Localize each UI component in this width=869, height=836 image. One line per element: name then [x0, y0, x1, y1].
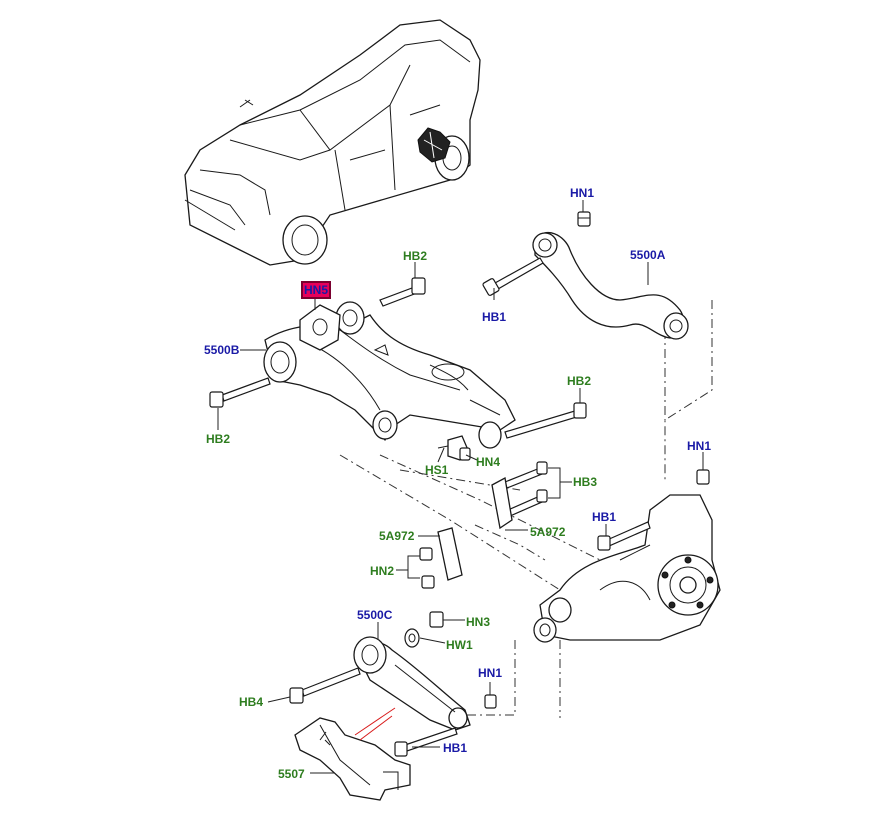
bolt-hb2-right[interactable] [504, 402, 587, 439]
label-hb1-top[interactable]: HB1 [482, 310, 507, 324]
label-hn5-highlighted[interactable]: HN5 [300, 281, 332, 299]
callout-accent-lines [354, 707, 396, 741]
bolt-hb4[interactable] [289, 667, 361, 704]
lower-arm-5500c[interactable] [353, 636, 471, 731]
bolt-hb2-left[interactable] [209, 377, 271, 408]
bracket-hn5[interactable] [299, 304, 341, 351]
rear-suspension-location-marker [417, 127, 451, 163]
label-hn1-right[interactable]: HN1 [687, 439, 712, 453]
label-hn1-bottom[interactable]: HN1 [478, 666, 503, 680]
washer-hw1[interactable] [404, 628, 420, 648]
label-5507[interactable]: 5507 [278, 767, 305, 781]
label-hb1-right[interactable]: HB1 [592, 510, 617, 524]
nut-hn1-lower[interactable] [484, 694, 497, 709]
nut-hn1-knuckle[interactable] [696, 469, 710, 485]
knuckle-hub-assembly[interactable] [533, 494, 721, 643]
label-hn4[interactable]: HN4 [476, 455, 501, 469]
bolt-hb1-upper[interactable] [482, 257, 544, 296]
label-hb1-bottom[interactable]: HB1 [443, 741, 468, 755]
label-hn2[interactable]: HN2 [370, 564, 395, 578]
bolt-hb2-top[interactable] [379, 277, 426, 307]
label-hb2-left[interactable]: HB2 [206, 432, 231, 446]
leader-lines [217, 200, 704, 774]
label-hb4[interactable]: HB4 [239, 695, 264, 709]
label-hb3[interactable]: HB3 [573, 475, 598, 489]
label-5500b[interactable]: 5500B [204, 343, 240, 357]
label-hn3[interactable]: HN3 [466, 615, 491, 629]
shield-5507[interactable] [294, 717, 411, 801]
label-hs1[interactable]: HS1 [425, 463, 449, 477]
label-5500a[interactable]: 5500A [630, 248, 666, 262]
bolt-hb1-lower[interactable] [394, 727, 458, 757]
assembly-guide-lines [339, 300, 713, 718]
nut-hn4[interactable] [459, 447, 471, 461]
bracket-5a972-left[interactable] [437, 527, 463, 581]
label-5a972-right[interactable]: 5A972 [530, 525, 566, 539]
upper-control-arm-5500a[interactable] [532, 231, 689, 340]
label-5500c[interactable]: 5500C [357, 608, 393, 622]
bolts-hb3[interactable] [504, 461, 548, 517]
bracket-5a972-right[interactable] [491, 476, 513, 530]
label-hb2-top[interactable]: HB2 [403, 249, 428, 263]
vehicle-overview-illustration [184, 19, 481, 266]
label-hb2-right[interactable]: HB2 [567, 374, 592, 388]
nuts-hn2[interactable] [419, 547, 435, 589]
nut-hn1-upper[interactable] [577, 211, 591, 227]
bolt-hb1-knuckle[interactable] [597, 521, 651, 551]
nut-hn3[interactable] [429, 611, 444, 628]
label-hw1[interactable]: HW1 [446, 638, 473, 652]
label-5a972-left[interactable]: 5A972 [379, 529, 415, 543]
label-hn1-top[interactable]: HN1 [570, 186, 595, 200]
